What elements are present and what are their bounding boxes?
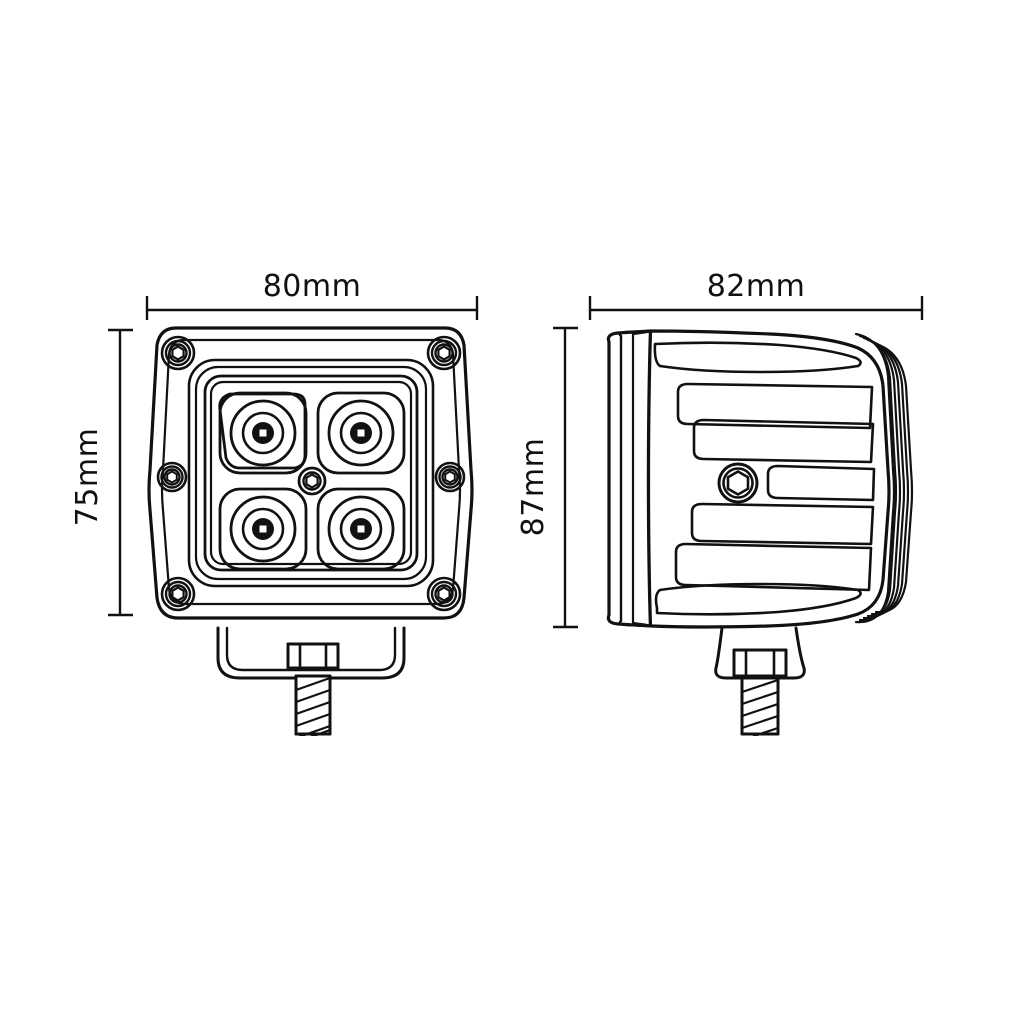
stud-collar-side	[732, 648, 788, 678]
dimension-label-front-height: 75mm	[70, 428, 105, 527]
hex-bolt-front	[286, 642, 340, 670]
dimension-lines	[108, 296, 924, 629]
corner-screw-top-left	[160, 335, 196, 371]
side-view	[606, 329, 914, 736]
lens-bezel-front	[187, 358, 435, 588]
corner-screw-bottom-right	[426, 576, 462, 612]
housing-outline-side	[606, 329, 891, 629]
cooling-slot-4	[690, 502, 875, 546]
cooling-slot-5	[674, 542, 873, 592]
side-screw-right	[434, 461, 466, 493]
led-1	[229, 399, 297, 467]
dimension-label-front-width: 80mm	[263, 269, 362, 304]
cooling-slot-3-short	[766, 464, 876, 502]
cooling-slot-2	[692, 418, 875, 464]
threaded-stud-front	[294, 674, 332, 736]
center-screw	[297, 466, 327, 496]
cooling-slot-1	[676, 382, 874, 430]
front-view	[147, 326, 474, 736]
led-4	[327, 495, 395, 563]
corner-screw-top-right	[426, 335, 462, 371]
dimension-side-height	[553, 326, 578, 629]
dimension-label-side-width: 82mm	[707, 269, 806, 304]
heatsink-fins	[854, 332, 914, 624]
hex-bolt-side	[717, 462, 759, 504]
threaded-stud-side	[740, 676, 780, 736]
dimension-label-side-height: 87mm	[516, 438, 551, 537]
side-screw-left	[156, 461, 188, 493]
dimension-front-height	[108, 328, 133, 617]
cooling-fin-top	[653, 341, 862, 374]
led-3	[229, 495, 297, 563]
dimension-side-width	[588, 296, 924, 320]
led-reflector-group	[218, 391, 406, 571]
dimension-front-width	[145, 296, 479, 320]
corner-screw-bottom-left	[160, 576, 196, 612]
cooling-fin-bottom	[654, 582, 862, 616]
led-2	[327, 399, 395, 467]
